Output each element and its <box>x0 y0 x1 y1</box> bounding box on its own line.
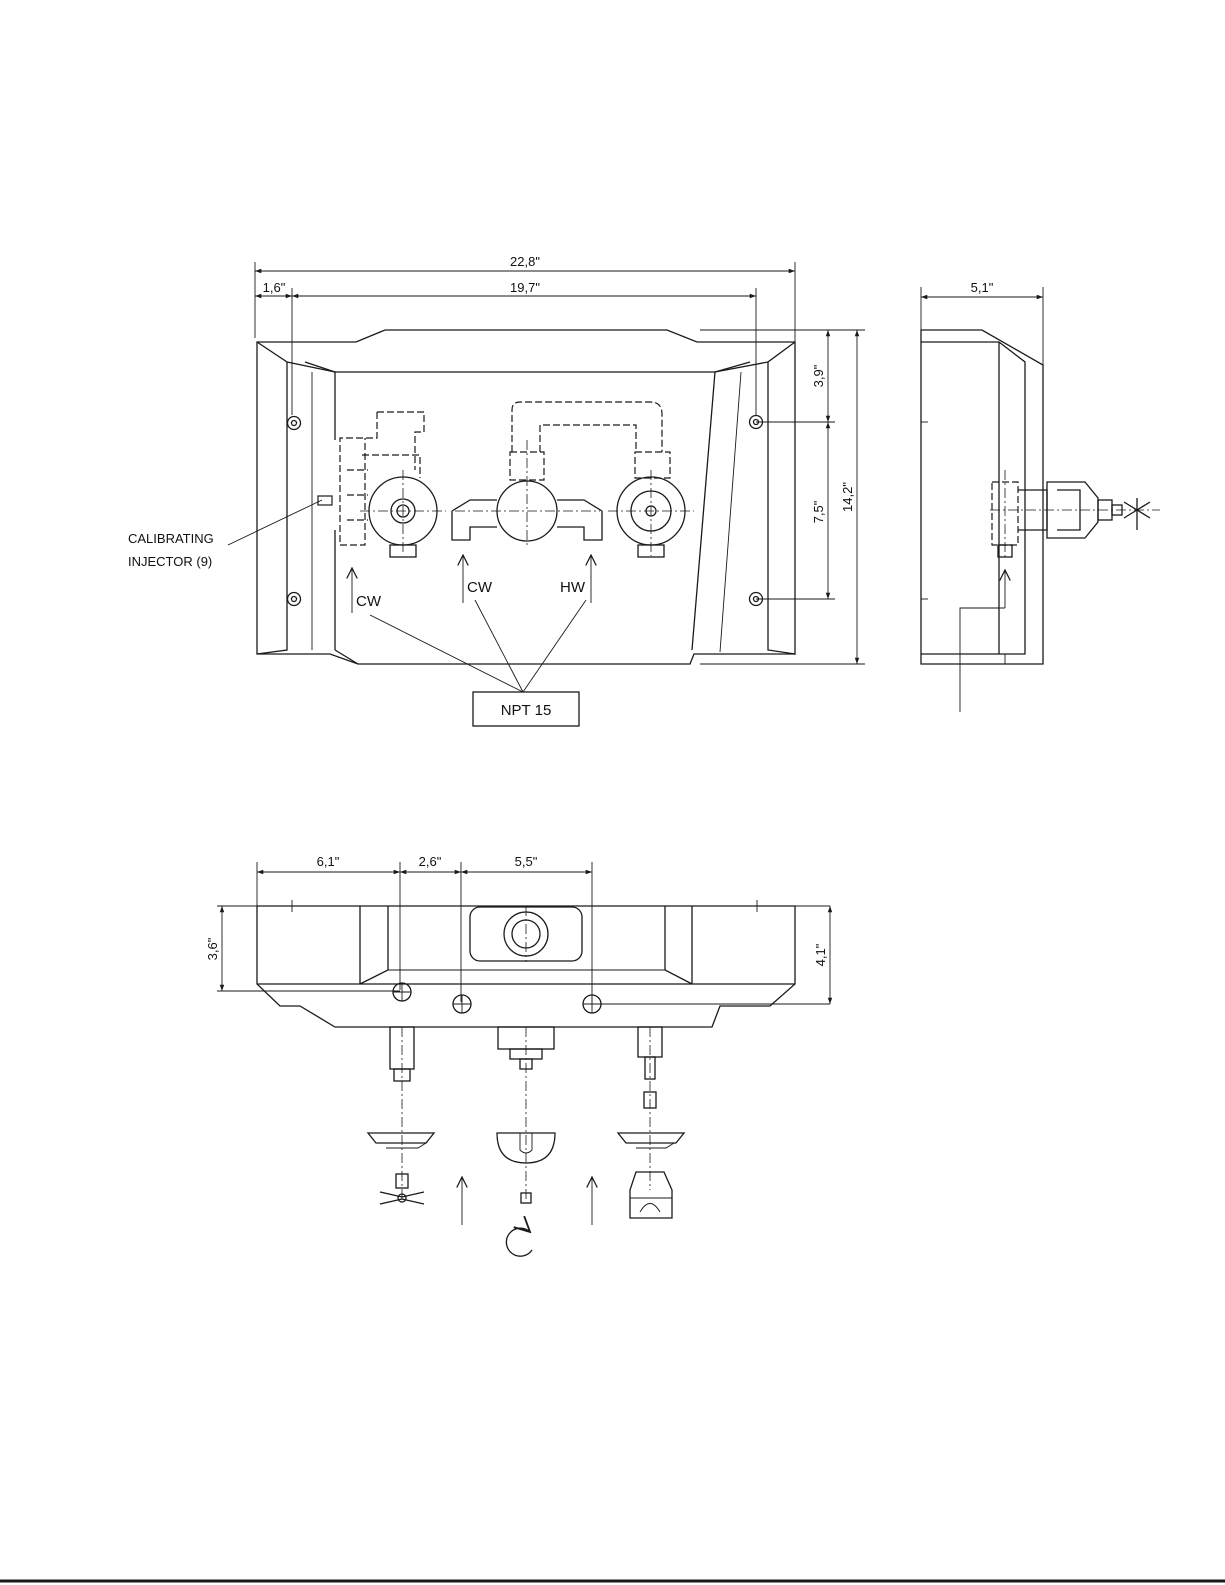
dim-side-depth: 5,1" <box>971 280 994 295</box>
bottom-housing-outline <box>257 900 795 1027</box>
npt-callout-label: NPT 15 <box>501 702 552 719</box>
center-knob-exploded <box>497 1027 555 1256</box>
left-handle-exploded <box>368 1027 434 1204</box>
dim-overall-width: 22,8" <box>510 254 540 269</box>
inlet-label-right: HW <box>560 579 586 596</box>
bottom-view: 6,1" 2,6" 5,5" 3,6" 4,1" <box>205 854 830 1256</box>
inlet-label-center: CW <box>467 579 493 596</box>
dim-top-to-hole: 3,9" <box>811 364 826 387</box>
front-view: 22,8" 1,6" 19,7" 3,9" 7,5" 14,2" <box>128 254 865 726</box>
inlet-label-left: CW <box>356 593 382 610</box>
injector-label-line2: INJECTOR (9) <box>128 554 212 569</box>
rotate-arrow-icon <box>506 1228 532 1256</box>
dim-outlet-spacing-1: 2,6" <box>419 854 442 869</box>
side-valve-detail <box>990 470 1160 560</box>
front-mounting-holes <box>288 416 763 606</box>
dim-right-height: 4,1" <box>813 943 828 966</box>
side-inlet-leader <box>960 608 1005 712</box>
dim-left-height: 3,6" <box>205 937 220 960</box>
injector-label-line1: CALIBRATING <box>128 531 214 546</box>
dim-left-to-first-outlet: 6,1" <box>317 854 340 869</box>
front-housing-outline <box>257 330 795 664</box>
npt-leader-lines <box>370 600 586 692</box>
right-valve-assembly <box>608 452 694 557</box>
dim-hole-spacing: 19,7" <box>510 280 540 295</box>
front-dimension-lines <box>255 262 865 664</box>
left-valve-assembly <box>318 412 446 557</box>
dim-overall-height: 14,2" <box>840 482 855 512</box>
dim-outlet-spacing-2: 5,5" <box>515 854 538 869</box>
right-lever-exploded <box>618 1027 684 1218</box>
injector-leader-line <box>228 500 322 545</box>
bottom-outlet-holes <box>393 983 601 1013</box>
side-view: 5,1" <box>921 280 1160 712</box>
dim-hole-vertical-spacing: 7,5" <box>811 500 826 523</box>
center-mixing-assembly <box>452 402 662 545</box>
dim-edge-to-hole: 1,6" <box>263 280 286 295</box>
bottom-dimension-lines <box>217 862 830 1004</box>
